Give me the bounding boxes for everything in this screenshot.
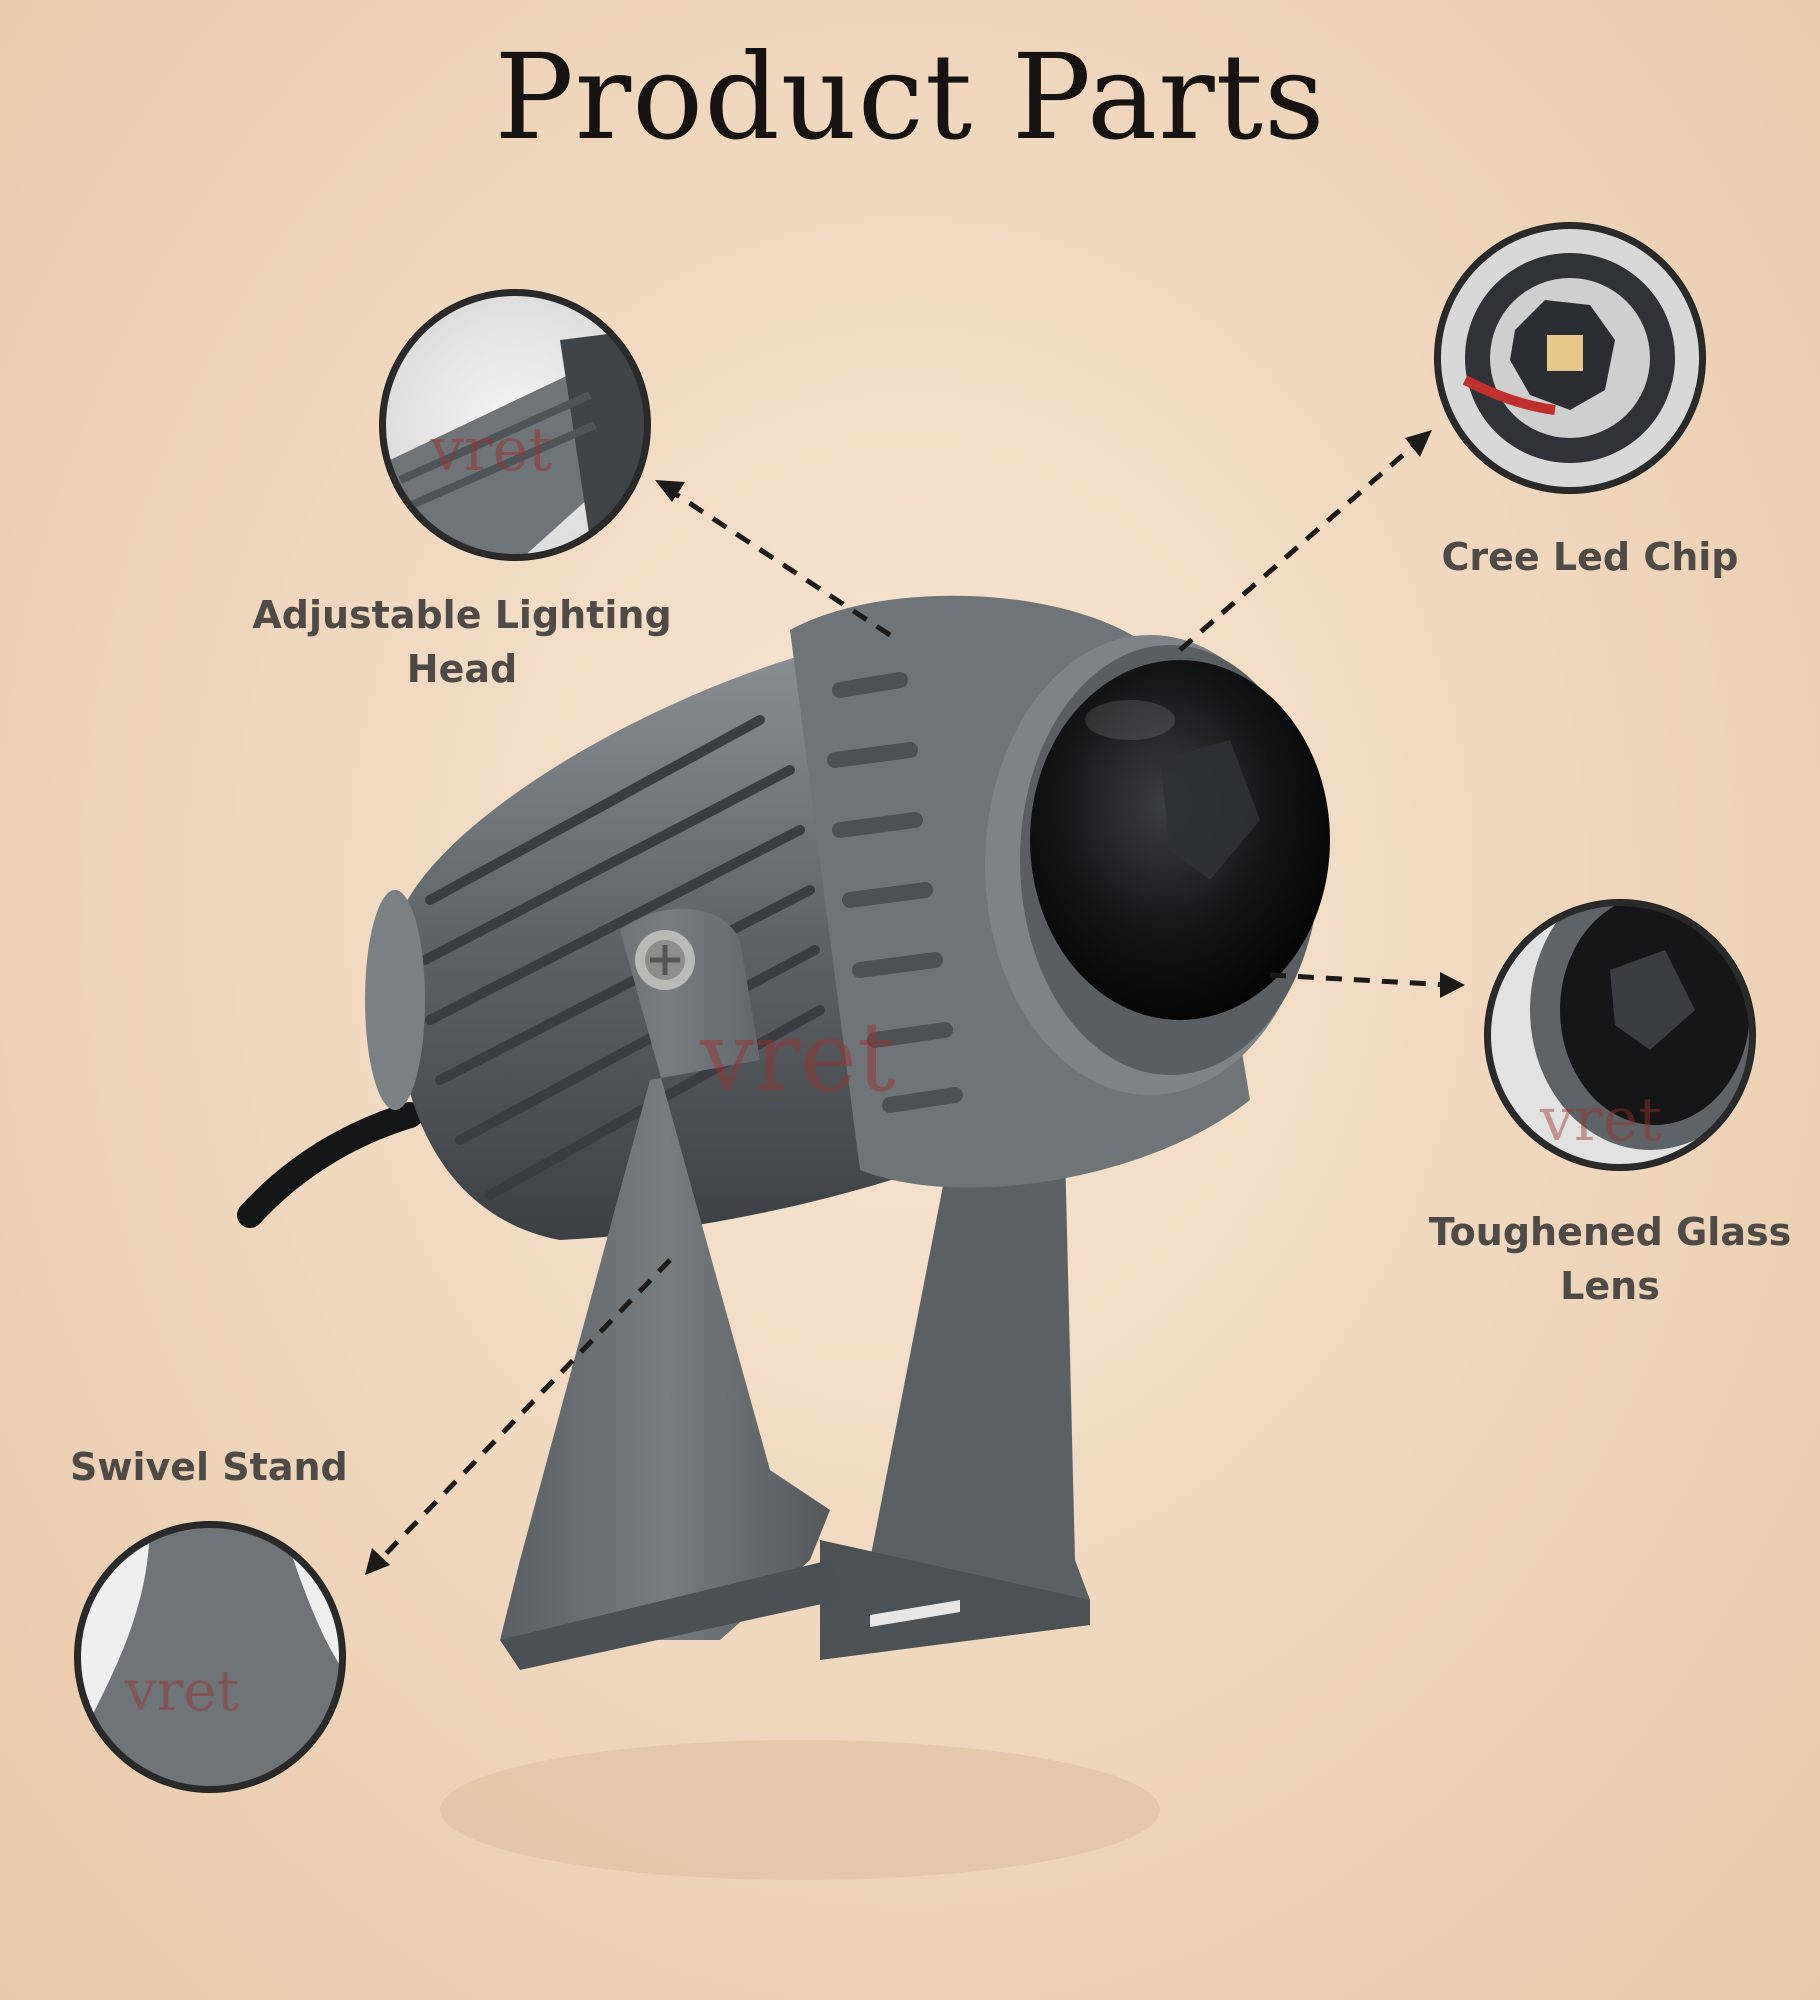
page-title: Product Parts: [494, 28, 1326, 166]
inset-adjustable-head: vret: [379, 289, 651, 561]
label-line: Lens: [1560, 1264, 1660, 1308]
mounting-screw: [635, 930, 695, 990]
inset-swivel-stand: vret: [74, 1521, 346, 1793]
arrow-to-lens: [1269, 972, 1451, 988]
label-adjustable-lighting-head: Adjustable Lighting Head: [252, 588, 672, 696]
arrow-to-chip: [1178, 438, 1422, 652]
arrowhead-lens: [1440, 972, 1465, 998]
floor-reflection: [440, 1740, 1160, 1880]
svg-text:vret: vret: [429, 415, 552, 485]
power-cable: [237, 1102, 423, 1228]
label-line: Adjustable Lighting: [252, 593, 672, 637]
back-stand-leg: [820, 1150, 1090, 1660]
front-stand-leg: [500, 908, 960, 1670]
inset-toughened-glass-lens: vret: [1484, 899, 1756, 1171]
arrowhead-head: [655, 480, 685, 502]
label-line: Head: [406, 647, 518, 691]
arrowhead-chip: [1405, 430, 1432, 457]
label-swivel-stand: Swivel Stand: [70, 1440, 370, 1494]
svg-text:vret: vret: [124, 1659, 240, 1724]
lamp-lens: [1030, 660, 1330, 1020]
arrow-to-stand: [373, 1258, 672, 1567]
inset-cree-led-chip: [1434, 222, 1706, 494]
body-watermark: vret: [699, 1001, 896, 1113]
label-line: Toughened Glass: [1428, 1210, 1792, 1254]
svg-text:vret: vret: [1539, 1085, 1662, 1155]
label-toughened-glass-lens: Toughened Glass Lens: [1400, 1205, 1820, 1313]
arrow-to-head: [663, 484, 892, 638]
arrowhead-stand: [365, 1548, 390, 1575]
label-cree-led-chip: Cree Led Chip: [1430, 530, 1750, 584]
label-line: Swivel Stand: [70, 1445, 348, 1489]
label-line: Cree Led Chip: [1441, 535, 1739, 579]
